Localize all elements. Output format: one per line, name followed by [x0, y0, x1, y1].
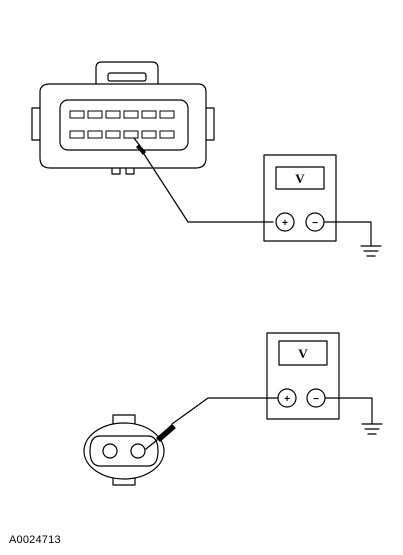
- positive-terminal: [275, 212, 295, 232]
- test-probe-icon: [133, 137, 146, 155]
- positive-terminal-label: +: [282, 218, 288, 229]
- positive-terminal-label: +: [284, 394, 290, 405]
- multi-pin-connector-icon: [31, 61, 215, 175]
- meter-display: [275, 166, 325, 190]
- ground-symbol-icon: [361, 423, 383, 435]
- two-pin-connector-icon: [83, 414, 165, 486]
- negative-test-lead: [323, 221, 372, 247]
- negative-terminal-label: −: [313, 394, 319, 405]
- voltmeter-top: V + −: [263, 154, 337, 242]
- negative-terminal-label: −: [312, 218, 318, 229]
- positive-test-lead: [143, 153, 274, 223]
- meter-display: [278, 340, 328, 366]
- figure-id-label: A0024713: [9, 534, 61, 546]
- voltmeter-bottom: V + −: [266, 332, 340, 420]
- positive-test-lead: [171, 397, 279, 425]
- test-probe-icon: [145, 424, 176, 450]
- ground-symbol-icon: [360, 245, 382, 257]
- negative-test-lead: [324, 397, 373, 425]
- meter-display-label: V: [298, 346, 308, 361]
- meter-display-label: V: [295, 171, 305, 186]
